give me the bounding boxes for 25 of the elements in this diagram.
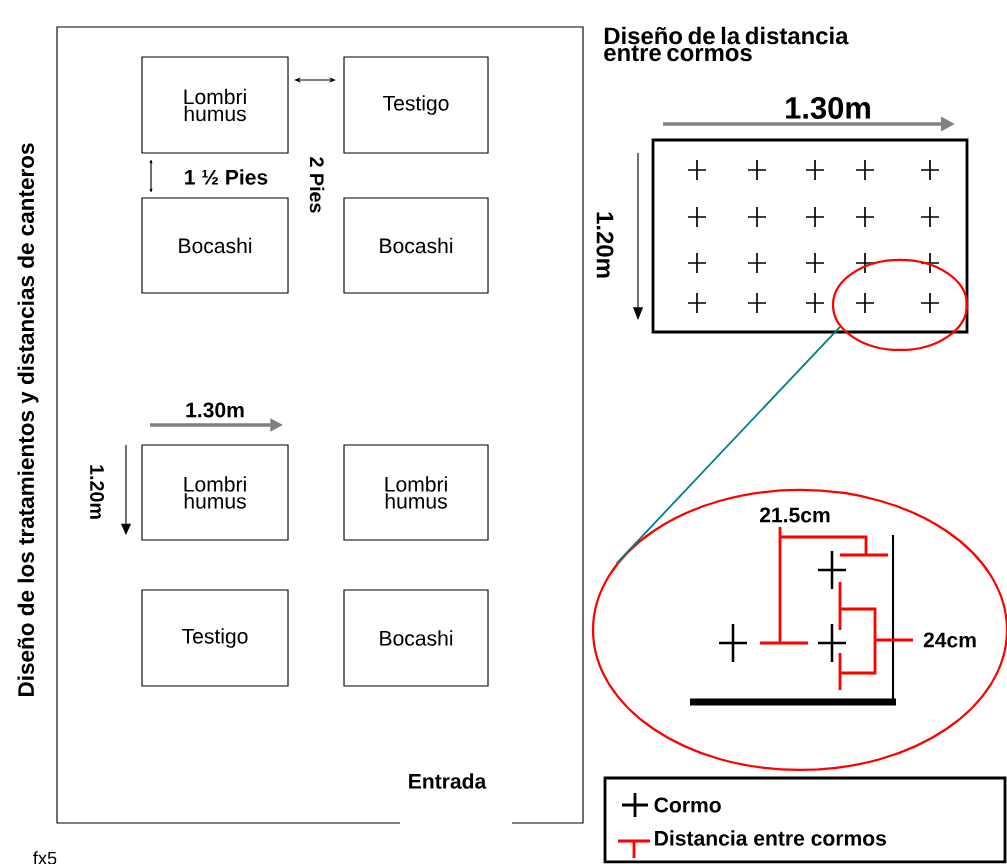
- dimension-label: 1 ½ Pies: [185, 169, 268, 185]
- note-text: fx5: [33, 851, 57, 864]
- dimension-label: 1.20m: [90, 465, 104, 519]
- field-outline: [56, 26, 584, 824]
- dimension-label: 2 Pies: [309, 157, 325, 213]
- bed-box: Testigo: [141, 589, 289, 687]
- bed-box: Bocashi: [343, 589, 489, 687]
- dimension-label: 1.30m: [186, 402, 244, 418]
- dimension-label: Entrada: [409, 773, 487, 789]
- dimension-label: 24cm: [921, 631, 979, 649]
- legend-label: Cormo: [654, 797, 721, 813]
- bed-box: Bocashi: [141, 197, 289, 294]
- connector-line: [615, 325, 841, 565]
- heading: Diseño de los tratamientos y distancias de canteros: [17, 143, 39, 696]
- bed-box: Lombri humus: [343, 444, 489, 541]
- bed-box: Bocashi: [343, 197, 489, 294]
- zoom-ellipse: [831, 258, 969, 352]
- dimension-label: 1.20m: [596, 212, 614, 278]
- planting-grid: [651, 138, 969, 334]
- dimension-label: 21.5cm: [757, 506, 833, 524]
- legend-label: Distancia entre cormos: [655, 830, 886, 846]
- bed-box: Lombri humus: [141, 56, 289, 154]
- heading: Diseño de la distancia entre cormos: [604, 26, 849, 62]
- bed-box: Testigo: [343, 56, 489, 154]
- bed-box: Lombri humus: [141, 444, 289, 541]
